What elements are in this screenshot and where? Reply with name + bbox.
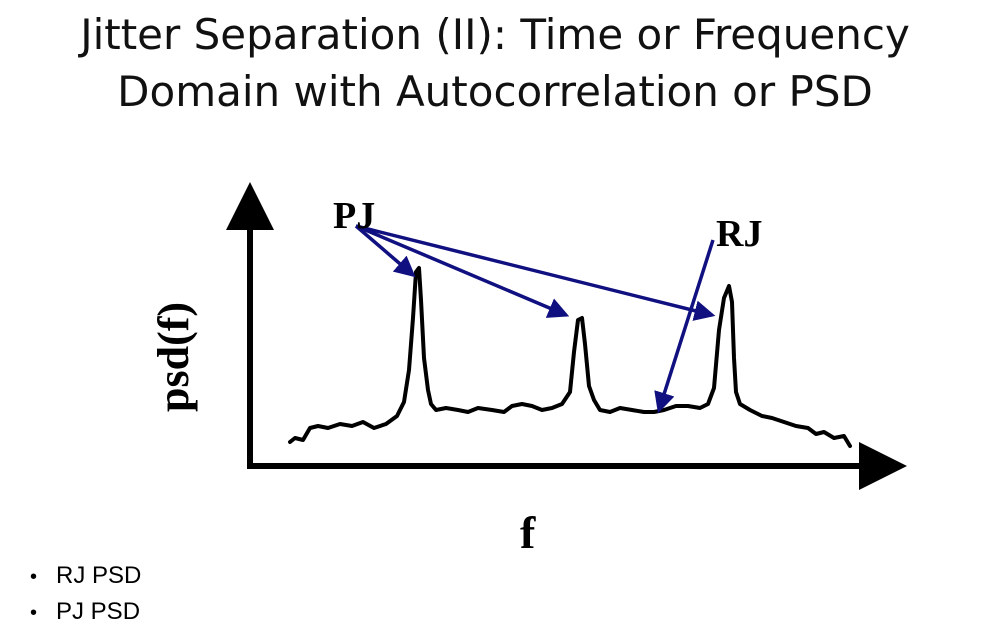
x-axis-label: f [520, 507, 536, 558]
bullet-text: PJ PSD [56, 598, 141, 625]
bullet-marker: • [30, 602, 38, 624]
title-line-1: Jitter Separation (II): Time or Frequenc… [80, 10, 910, 59]
bullet-marker: • [30, 566, 38, 588]
slide-title: Jitter Separation (II): Time or Frequenc… [0, 6, 990, 120]
pj-arrow-1 [354, 224, 416, 278]
y-axis-label: psd(f) [149, 302, 198, 412]
pj-arrow-3 [355, 224, 716, 321]
title-line-2: Domain with Autocorrelation or PSD [117, 67, 873, 116]
rj-arrow [654, 239, 715, 414]
pj-arrow-2 [355, 224, 570, 318]
bullet-text: RJ PSD [56, 562, 142, 589]
psd-curve [288, 266, 852, 448]
bullet-list: • RJ PSD • PJ PSD [30, 558, 141, 630]
rj-label: RJ [716, 213, 762, 255]
bullet-item-pj-psd: • PJ PSD [30, 594, 141, 630]
pj-label: PJ [333, 195, 375, 237]
bullet-item-rj-psd: • RJ PSD [30, 558, 141, 594]
